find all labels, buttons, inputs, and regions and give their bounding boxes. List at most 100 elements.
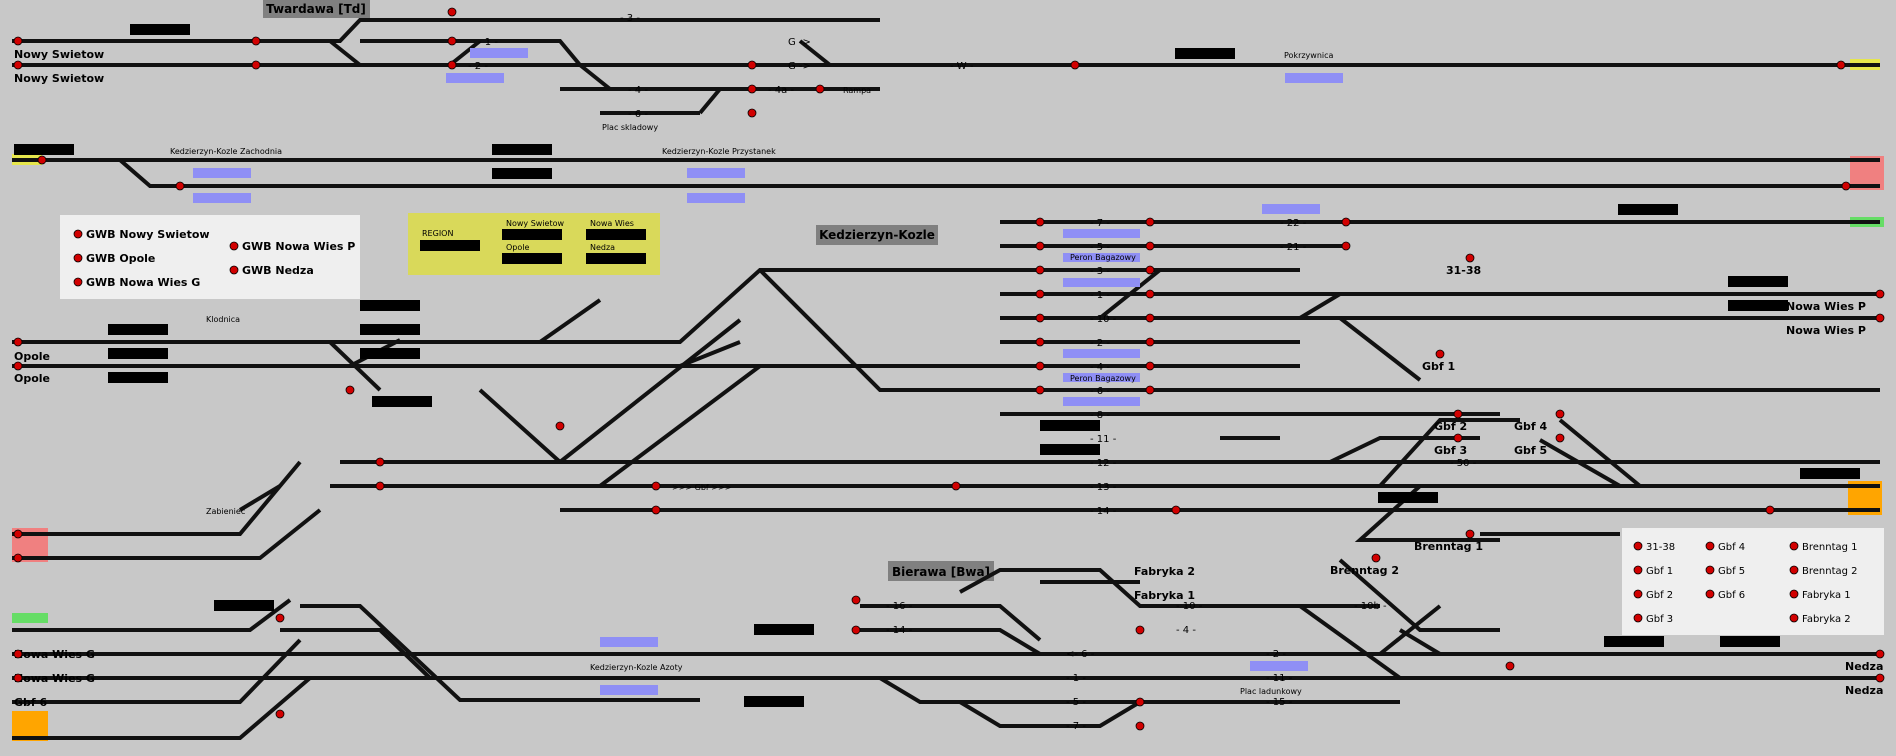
svg-text:- 50 -: - 50 - bbox=[1450, 458, 1477, 469]
svg-text:Plac skladowy: Plac skladowy bbox=[602, 123, 658, 132]
place-labels: Pokrzywnica Kedzierzyn-Kozle Zachodnia K… bbox=[170, 51, 1334, 696]
svg-text:- 4 -: - 4 - bbox=[1176, 625, 1196, 636]
svg-text:Fabryka 1: Fabryka 1 bbox=[1134, 589, 1195, 602]
svg-text:- 11 -: - 11 - bbox=[1090, 434, 1117, 445]
svg-text:Plac ladunkowy: Plac ladunkowy bbox=[1240, 687, 1302, 696]
svg-text:GWB Nowa Wies G: GWB Nowa Wies G bbox=[86, 276, 200, 289]
svg-text:- 21 -: - 21 - bbox=[1280, 242, 1307, 253]
svg-text:- 2 -: - 2 - bbox=[1266, 649, 1286, 660]
svg-text:Kedzierzyn-Kozle Przystanek: Kedzierzyn-Kozle Przystanek bbox=[662, 147, 776, 156]
svg-text:- 1 -: - 1 - bbox=[1090, 290, 1110, 301]
svg-text:- 10 -: - 10 - bbox=[1090, 314, 1117, 325]
svg-text:Nowy Swietow: Nowy Swietow bbox=[506, 219, 564, 228]
svg-text:- 4a -: - 4a - bbox=[768, 85, 794, 96]
svg-text:Brenntag 1: Brenntag 1 bbox=[1802, 542, 1858, 553]
track-labels: - 3 - - 1 - - 2 - - 4 - - 4a - - 6 - G -… bbox=[468, 13, 1477, 732]
svg-text:Opole: Opole bbox=[14, 372, 50, 385]
svg-text:Klodnica: Klodnica bbox=[206, 315, 240, 324]
svg-text:Bierawa [Bwa]: Bierawa [Bwa] bbox=[892, 565, 990, 579]
svg-text:- 2 -: - 2 - bbox=[468, 61, 488, 72]
svg-text:G ->: G -> bbox=[788, 37, 811, 48]
svg-text:Nedza: Nedza bbox=[1845, 660, 1883, 673]
svg-text:Pokrzywnica: Pokrzywnica bbox=[1284, 51, 1334, 60]
destination-legend: 31-38 Gbf 1 Gbf 2 Gbf 3 Gbf 4 Gbf 5 Gbf … bbox=[1622, 528, 1884, 635]
svg-text:>>> Gbf >>>: >>> Gbf >>> bbox=[672, 483, 731, 492]
svg-text:- 13 -: - 13 - bbox=[1090, 482, 1117, 493]
svg-text:Rampa: Rampa bbox=[843, 86, 871, 95]
svg-text:Gbf 4: Gbf 4 bbox=[1514, 420, 1548, 433]
svg-text:Nowa Wies G: Nowa Wies G bbox=[14, 672, 95, 685]
svg-text:- 5 -: - 5 - bbox=[1090, 242, 1110, 253]
signals[interactable] bbox=[13, 7, 1885, 731]
svg-text:Twardawa [Td]: Twardawa [Td] bbox=[266, 2, 366, 16]
svg-text:- 22 -: - 22 - bbox=[1280, 218, 1307, 229]
svg-text:Nowa Wies P: Nowa Wies P bbox=[1786, 324, 1866, 337]
svg-text:- 10 -: - 10 - bbox=[1176, 601, 1203, 612]
svg-text:- W -: - W - bbox=[950, 61, 974, 72]
svg-text:- 4 -: - 4 - bbox=[1090, 362, 1110, 373]
svg-text:- 4 -: - 4 - bbox=[628, 85, 648, 96]
svg-text:Gbf 3: Gbf 3 bbox=[1434, 444, 1467, 457]
svg-text:- 14 -: - 14 - bbox=[886, 625, 913, 636]
svg-text:Gbf 6: Gbf 6 bbox=[14, 696, 48, 709]
svg-text:- 8 -: - 8 - bbox=[1090, 410, 1110, 421]
region-panel[interactable]: REGION Nowy Swietow Opole Nowa Wies Nedz… bbox=[408, 213, 660, 275]
svg-text:GWB Nowa Wies P: GWB Nowa Wies P bbox=[242, 240, 355, 253]
station-title-kedzierzyn[interactable]: Kedzierzyn-Kozle bbox=[816, 225, 938, 245]
svg-text:Gbf 1: Gbf 1 bbox=[1646, 566, 1673, 577]
svg-text:Brenntag 2: Brenntag 2 bbox=[1802, 566, 1858, 577]
svg-text:Gbf 2: Gbf 2 bbox=[1434, 420, 1467, 433]
svg-text:31-38: 31-38 bbox=[1446, 264, 1481, 277]
svg-text:Brenntag 1: Brenntag 1 bbox=[1414, 540, 1483, 553]
svg-text:Peron Bagazowy: Peron Bagazowy bbox=[1070, 253, 1136, 262]
svg-text:- 1 -: - 1 - bbox=[478, 37, 498, 48]
svg-text:- 3 -: - 3 - bbox=[620, 13, 640, 24]
svg-text:- 11 -: - 11 - bbox=[1266, 673, 1293, 684]
svg-text:Peron Bagazowy: Peron Bagazowy bbox=[1070, 374, 1136, 383]
svg-text:- 2 -: - 2 - bbox=[1090, 338, 1110, 349]
lcd-displays bbox=[14, 24, 1860, 707]
svg-text:<- 6 -: <- 6 - bbox=[1066, 649, 1095, 660]
svg-text:- 12 -: - 12 - bbox=[1090, 458, 1117, 469]
svg-text:Gbf 4: Gbf 4 bbox=[1718, 542, 1745, 553]
svg-text:- 7 -: - 7 - bbox=[1090, 218, 1110, 229]
svg-text:Gbf 2: Gbf 2 bbox=[1646, 590, 1673, 601]
svg-text:Gbf 6: Gbf 6 bbox=[1718, 590, 1745, 601]
svg-text:Gbf 5: Gbf 5 bbox=[1718, 566, 1745, 577]
svg-text:REGION: REGION bbox=[422, 229, 453, 238]
station-title-twardawa[interactable]: Twardawa [Td] bbox=[263, 0, 370, 18]
station-title-bierawa[interactable]: Bierawa [Bwa] bbox=[888, 561, 994, 581]
svg-text:Opole: Opole bbox=[506, 243, 529, 252]
svg-text:- 6 -: - 6 - bbox=[628, 109, 648, 120]
svg-text:- 6 -: - 6 - bbox=[1090, 386, 1110, 397]
svg-text:Nedza: Nedza bbox=[1845, 684, 1883, 697]
svg-text:Gbf 1: Gbf 1 bbox=[1422, 360, 1455, 373]
svg-text:- 1 -: - 1 - bbox=[1066, 673, 1086, 684]
svg-text:Kedzierzyn-Kozle Azoty: Kedzierzyn-Kozle Azoty bbox=[590, 663, 683, 672]
svg-text:- 15 -: - 15 - bbox=[1266, 697, 1293, 708]
svg-text:Nowy Swietow: Nowy Swietow bbox=[14, 48, 104, 61]
svg-text:Opole: Opole bbox=[14, 350, 50, 363]
svg-text:31-38: 31-38 bbox=[1646, 542, 1675, 553]
svg-text:- 10b -: - 10b - bbox=[1354, 601, 1387, 612]
svg-text:GWB Opole: GWB Opole bbox=[86, 252, 155, 265]
svg-text:Gbf 5: Gbf 5 bbox=[1514, 444, 1547, 457]
svg-text:Kedzierzyn-Kozle Zachodnia: Kedzierzyn-Kozle Zachodnia bbox=[170, 147, 282, 156]
svg-text:Fabryka 2: Fabryka 2 bbox=[1134, 565, 1195, 578]
block-section-nowa-wies-green[interactable] bbox=[12, 613, 48, 623]
endpoint-labels: Nowy Swietow Nowy Swietow Opole Opole No… bbox=[14, 48, 1883, 709]
svg-text:Brenntag 2: Brenntag 2 bbox=[1330, 564, 1399, 577]
svg-text:- 16 -: - 16 - bbox=[886, 601, 913, 612]
svg-text:Nowy Swietow: Nowy Swietow bbox=[14, 72, 104, 85]
svg-text:Fabryka 2: Fabryka 2 bbox=[1802, 614, 1851, 625]
gwb-legend: GWB Nowy Swietow GWB Opole GWB Nowa Wies… bbox=[60, 215, 360, 299]
svg-text:- 14 -: - 14 - bbox=[1090, 506, 1117, 517]
tracks bbox=[12, 18, 1880, 740]
svg-text:Nowa Wies G: Nowa Wies G bbox=[14, 648, 95, 661]
svg-text:- 3 -: - 3 - bbox=[1090, 266, 1110, 277]
svg-text:Nowa Wies P: Nowa Wies P bbox=[1786, 300, 1866, 313]
svg-text:Fabryka 1: Fabryka 1 bbox=[1802, 590, 1851, 601]
svg-text:Nowa Wies: Nowa Wies bbox=[590, 219, 634, 228]
platforms bbox=[193, 48, 1343, 695]
